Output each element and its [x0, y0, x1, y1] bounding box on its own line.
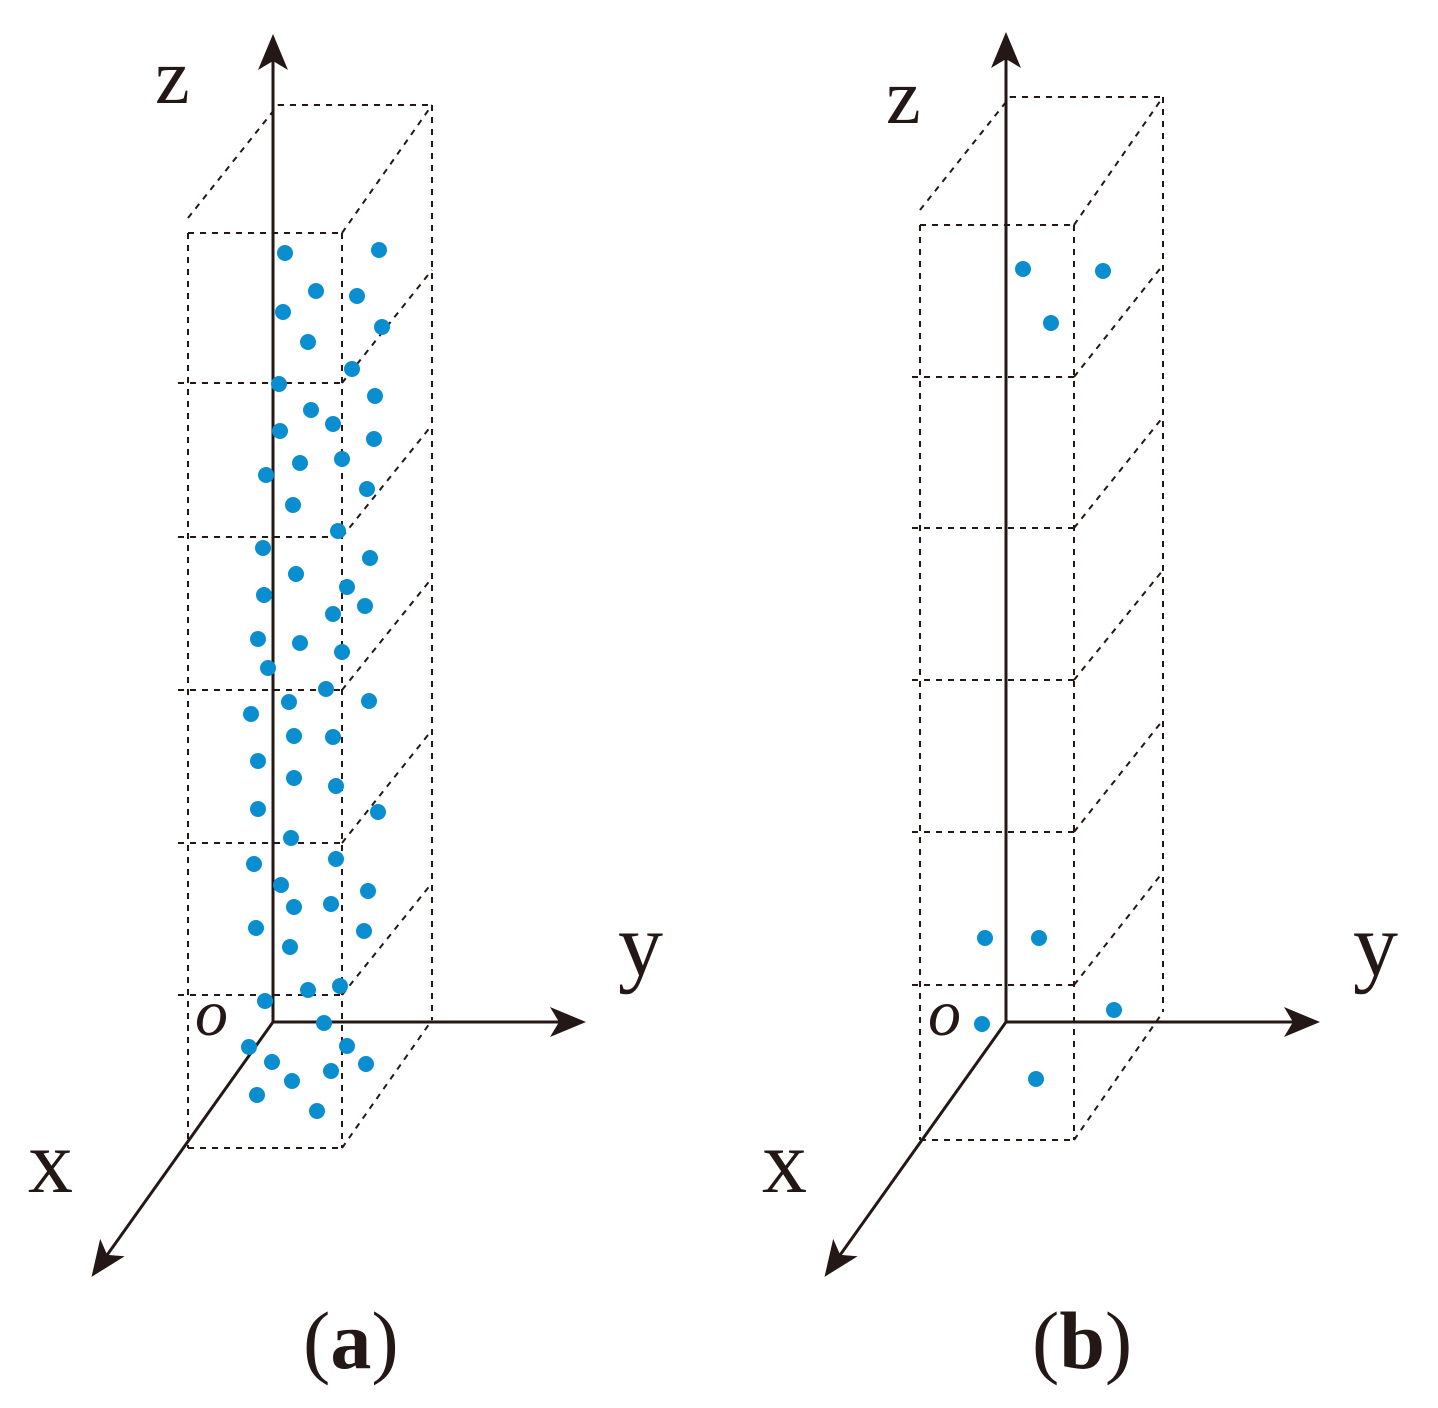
panel-a-point	[371, 242, 387, 258]
panel-a-point	[281, 694, 297, 710]
panel-b-axes	[824, 32, 1320, 1277]
panel-a-z-label: z	[155, 33, 190, 120]
panel-a-point	[332, 978, 348, 994]
panel-a-point	[258, 467, 274, 483]
panel-a-point	[250, 801, 266, 817]
panel-a-point	[357, 598, 373, 614]
panel-a-point	[255, 540, 271, 556]
panel-b-x-label: x	[762, 1113, 807, 1212]
panel-a-point	[330, 523, 346, 539]
panel-b-caption-letter: b	[1059, 1295, 1105, 1386]
panel-a-x-axis	[91, 1021, 275, 1277]
panel-a-point	[271, 376, 287, 392]
panel-a-point	[300, 982, 316, 998]
panel-a-point	[285, 497, 301, 513]
panel-b-z-label: z	[886, 53, 921, 140]
panel-a-point	[250, 631, 266, 647]
panel-a: z y x o (a)	[28, 33, 663, 1386]
panel-b-caption: (b)	[1032, 1295, 1132, 1386]
panel-b: z y x o (b)	[762, 32, 1398, 1386]
panel-b-point	[974, 1016, 990, 1032]
panel-a-caption-open: (	[303, 1295, 330, 1386]
panel-a-point	[264, 1054, 280, 1070]
panel-a-point	[359, 481, 375, 497]
panel-a-point	[325, 606, 341, 622]
panel-a-point	[243, 706, 259, 722]
panel-a-point	[284, 1073, 300, 1089]
panel-b-x-axis	[824, 1021, 1008, 1277]
panel-a-point	[303, 402, 319, 418]
panel-b-caption-open: (	[1032, 1295, 1059, 1386]
panel-a-caption-letter: a	[330, 1295, 371, 1386]
panel-a-point	[325, 729, 341, 745]
panel-a-point	[300, 334, 316, 350]
panel-a-point	[334, 644, 350, 660]
panel-a-point	[328, 851, 344, 867]
panel-b-point	[1015, 261, 1031, 277]
panel-a-point	[246, 856, 262, 872]
panel-a-point	[367, 388, 383, 404]
panel-a-point	[339, 579, 355, 595]
panel-b-caption-close: )	[1105, 1295, 1132, 1386]
panel-a-point	[248, 920, 264, 936]
panel-a-caption-close: )	[371, 1295, 398, 1386]
panel-a-point	[288, 566, 304, 582]
panel-b-point	[1106, 1002, 1122, 1018]
panel-a-point	[257, 993, 273, 1009]
panel-a-point	[323, 1063, 339, 1079]
panel-a-y-label: y	[618, 896, 663, 995]
panel-a-caption: (a)	[303, 1295, 399, 1386]
panel-a-point	[339, 1038, 355, 1054]
panel-a-point	[370, 804, 386, 820]
panel-a-point	[250, 753, 266, 769]
panel-a-point	[318, 681, 334, 697]
panel-a-point	[282, 939, 298, 955]
panel-b-point	[1043, 315, 1059, 331]
panel-a-point	[360, 883, 376, 899]
panel-a-point	[286, 899, 302, 915]
panel-a-point	[334, 451, 350, 467]
panel-a-point	[260, 660, 276, 676]
panel-a-point	[308, 283, 324, 299]
panel-a-point	[358, 1056, 374, 1072]
panel-b-point	[977, 930, 993, 946]
panel-a-point	[328, 778, 344, 794]
panel-a-point	[286, 728, 302, 744]
panel-a-point	[283, 830, 299, 846]
panel-a-point	[344, 361, 360, 377]
panel-a-point	[356, 923, 372, 939]
panel-a-point	[286, 770, 302, 786]
panel-a-point	[241, 1039, 257, 1055]
panel-a-point	[292, 635, 308, 651]
panel-a-point	[325, 416, 341, 432]
panel-a-point	[273, 877, 289, 893]
panel-a-point	[277, 245, 293, 261]
panel-a-point	[292, 455, 308, 471]
panel-a-point	[272, 423, 288, 439]
panel-b-points	[974, 261, 1122, 1087]
panel-b-point	[1028, 1071, 1044, 1087]
panel-b-origin-label: o	[928, 977, 961, 1050]
panel-a-point	[361, 693, 377, 709]
panel-a-points	[241, 242, 390, 1119]
panel-a-point	[374, 319, 390, 335]
panel-a-point	[249, 1087, 265, 1103]
panel-b-point	[1031, 930, 1047, 946]
panel-a-voxel-box	[178, 104, 433, 1149]
panel-b-point	[1095, 263, 1111, 279]
panel-a-point	[275, 304, 291, 320]
panel-b-y-label: y	[1353, 896, 1398, 995]
panel-a-point	[323, 896, 339, 912]
panel-b-voxel-box	[912, 96, 1164, 1141]
panel-a-point	[316, 1015, 332, 1031]
panel-a-point	[362, 550, 378, 566]
panel-a-point	[366, 431, 382, 447]
panel-a-x-label: x	[28, 1113, 73, 1212]
panel-a-point	[349, 288, 365, 304]
panel-a-point	[256, 587, 272, 603]
panel-a-origin-label: o	[195, 977, 228, 1050]
panel-a-point	[309, 1103, 325, 1119]
